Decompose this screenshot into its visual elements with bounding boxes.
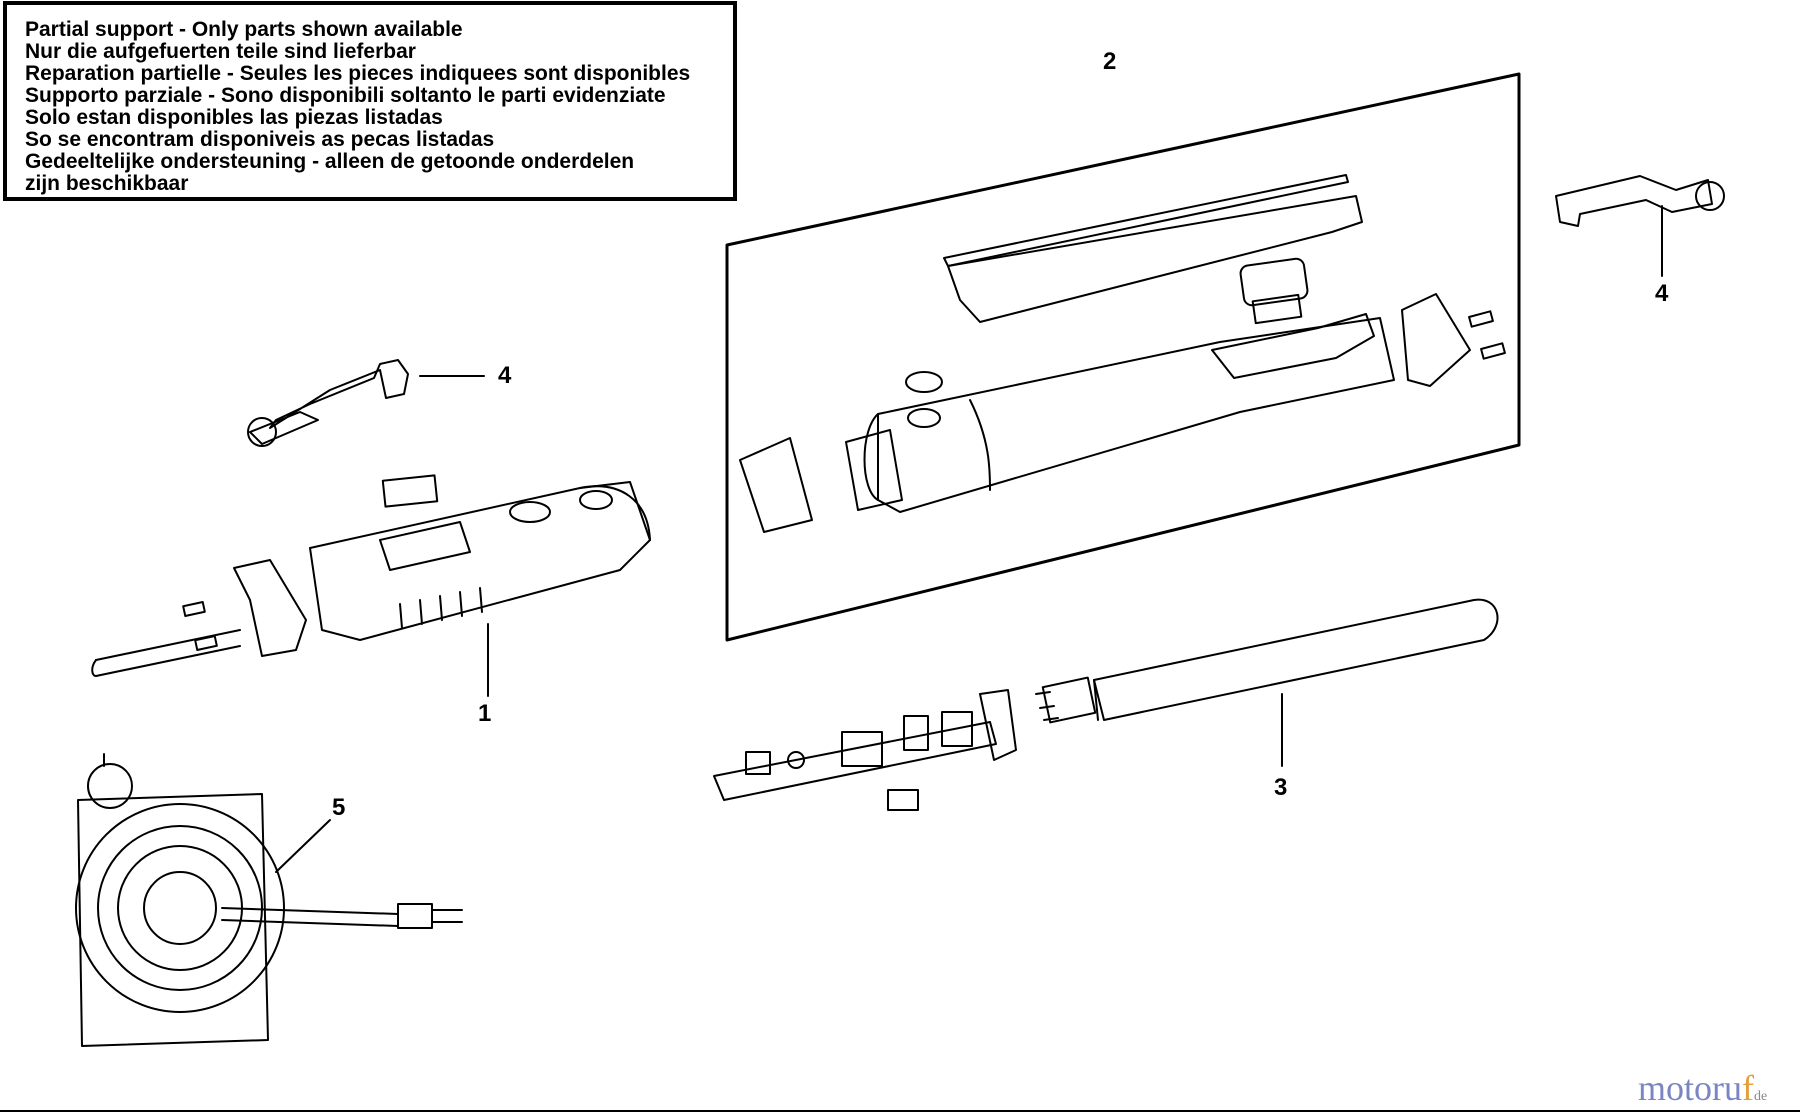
notice-line-pt: So se encontram disponiveis as pecas lis…: [25, 128, 495, 151]
part-2-top-rail: [943, 174, 1349, 267]
part-2-screw-a: [1468, 310, 1494, 328]
part-5-reel-frame: [77, 793, 269, 1047]
part-2-ring: [905, 371, 943, 393]
part-2-screw-b: [1480, 342, 1506, 360]
notice-line-fr: Reparation partielle - Seules les pieces…: [25, 62, 691, 85]
part-2-end-cap-right: [1401, 293, 1471, 387]
part-5-plug: [397, 903, 433, 929]
part-2-switch: [1239, 257, 1309, 307]
notice-line-en: Partial support - Only parts shown avail…: [25, 18, 463, 41]
part-1-body: [309, 481, 651, 641]
callout-part-5: 5: [332, 794, 346, 821]
part-2-panel-outline: [725, 72, 1521, 642]
part-3-circuit-board: [713, 721, 997, 801]
notice-line-es: Solo estan disponibles las piezas listad…: [25, 106, 443, 129]
callout-part-1: 1: [478, 700, 492, 727]
part-5-cord: [221, 907, 399, 915]
part-3-lamp-and-board: [713, 598, 1499, 811]
watermark-text-a: motoru: [1638, 1068, 1742, 1108]
part-2-end-cap-left: [739, 437, 813, 533]
part-4-hook-right: [1555, 175, 1725, 277]
part-1-end-cap: [233, 559, 307, 657]
callout-part-2: 2: [1103, 48, 1117, 75]
part-5-reel-hub: [143, 871, 217, 945]
part-3-lamp-tube: [1093, 598, 1499, 721]
watermark-logo: motorufde: [1638, 1067, 1767, 1109]
callout-part-3: 3: [1274, 774, 1288, 801]
part-5-leader: [275, 819, 331, 873]
availability-notice-box: Partial support - Only parts shown avail…: [3, 1, 737, 201]
callout-part-4-left: 4: [498, 362, 512, 389]
watermark-text-b: f: [1742, 1068, 1754, 1108]
part-3-clip: [887, 789, 919, 811]
notice-line-nl: Gedeeltelijke ondersteuning - alleen de …: [25, 150, 635, 173]
part-3-socket: [979, 689, 1017, 761]
notice-line-it: Supporto parziale - Sono disponibili sol…: [25, 84, 666, 107]
notice-line-de: Nur die aufgefuerten teile sind lieferba…: [25, 40, 416, 63]
part-1-handle-assembly: [91, 474, 651, 697]
notice-line-nl-cont: zijn beschikbaar: [25, 172, 189, 195]
part-3-lamp-base: [1041, 676, 1097, 724]
callout-part-4-right: 4: [1655, 280, 1669, 307]
part-5-cord-reel: [75, 753, 463, 1047]
part-1-switch-cap: [381, 474, 439, 508]
part-2-cover: [947, 195, 1363, 323]
part-2-assembly-panel: [725, 72, 1521, 642]
part-4-hook-left: [247, 359, 485, 447]
part-5-reel-outer: [75, 803, 285, 1013]
watermark-suffix: de: [1754, 1089, 1768, 1104]
part-2-housing: [877, 317, 1395, 513]
